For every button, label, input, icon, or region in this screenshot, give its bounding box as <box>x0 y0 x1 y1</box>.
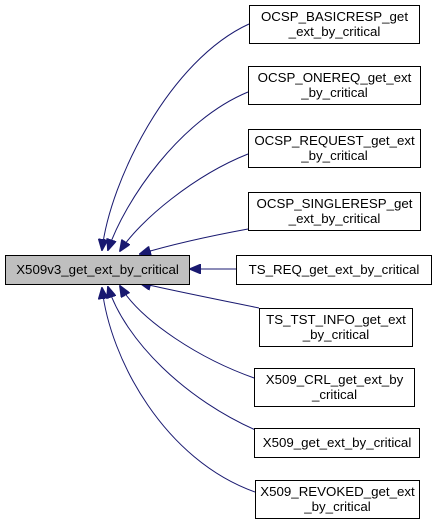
caller-node-x509-label-line: X509_get_ext_by_critical <box>263 435 412 450</box>
caller-node-ts-req-label-line: TS_REQ_get_ext_by_critical <box>249 262 420 277</box>
edge-ocsp-basicresp <box>102 23 250 250</box>
caller-node-ocsp-basicresp-label-line: OCSP_BASICRESP_get <box>261 9 408 24</box>
caller-node-ocsp-singleresp-box[interactable] <box>248 192 421 231</box>
caller-node-ts-tst-info-label-line: _by_critical <box>302 327 370 342</box>
root-node-box[interactable] <box>5 255 190 285</box>
caller-node-x509-box[interactable] <box>254 428 420 458</box>
edge-ocsp-request <box>120 153 249 251</box>
caller-node-ocsp-request-label-line: _by_critical <box>300 148 368 163</box>
root-node-label-line: X509v3_get_ext_by_critical <box>16 262 179 277</box>
caller-node-ocsp-singleresp-label-line: OCSP_SINGLERESP_get <box>257 196 413 211</box>
caller-node-x509-revoked-box[interactable] <box>255 480 420 519</box>
edge-x509-crl <box>120 286 261 381</box>
caller-node-x509-revoked-label-line: _by_critical <box>303 499 371 514</box>
caller-node-ts-req-box[interactable] <box>236 255 432 285</box>
caller-node-x509-crl[interactable]: X509_CRL_get_ext_by_critical <box>254 368 415 407</box>
caller-node-ocsp-onereq-label-line: OCSP_ONEREQ_get_ext <box>258 70 412 85</box>
edge-x509-revoked <box>102 288 256 493</box>
caller-node-ocsp-onereq[interactable]: OCSP_ONEREQ_get_ext_by_critical <box>248 66 421 105</box>
caller-node-ocsp-basicresp-box[interactable] <box>249 5 420 44</box>
edge-ocsp-singleresp <box>140 228 249 254</box>
caller-node-x509[interactable]: X509_get_ext_by_critical <box>254 428 420 458</box>
caller-node-ocsp-request-label-line: OCSP_REQUEST_get_ext <box>254 133 415 148</box>
caller-node-ocsp-basicresp[interactable]: OCSP_BASICRESP_get_ext_by_critical <box>249 5 420 44</box>
caller-node-ts-tst-info-label-line: TS_TST_INFO_get_ext <box>266 312 406 327</box>
caller-node-ocsp-singleresp-label-line: _ext_by_critical <box>288 211 381 226</box>
caller-node-ocsp-onereq-label-line: _by_critical <box>300 85 368 100</box>
caller-node-x509-crl-label-line: X509_CRL_get_ext_by <box>266 372 404 387</box>
edge-ocsp-onereq <box>108 91 249 250</box>
edge-x509 <box>108 287 261 433</box>
caller-node-x509-crl-label-line: _critical <box>311 387 357 402</box>
caller-node-ts-tst-info-box[interactable] <box>259 308 413 347</box>
caller-node-ocsp-onereq-box[interactable] <box>248 66 421 105</box>
caller-node-ocsp-request[interactable]: OCSP_REQUEST_get_ext_by_critical <box>248 129 421 168</box>
root-node[interactable]: X509v3_get_ext_by_critical <box>5 255 190 285</box>
caller-node-ts-tst-info[interactable]: TS_TST_INFO_get_ext_by_critical <box>259 308 413 347</box>
caller-node-ts-req[interactable]: TS_REQ_get_ext_by_critical <box>236 255 432 285</box>
caller-node-x509-revoked-label-line: X509_REVOKED_get_ext <box>260 484 415 499</box>
nodes: X509v3_get_ext_by_critical OCSP_BASICRESP… <box>5 5 432 519</box>
caller-node-ocsp-basicresp-label-line: _ext_by_critical <box>288 24 381 39</box>
caller-node-x509-revoked[interactable]: X509_REVOKED_get_ext_by_critical <box>255 480 420 519</box>
caller-node-x509-crl-box[interactable] <box>254 368 415 407</box>
edges <box>102 23 261 493</box>
edge-ts-tst-info <box>140 283 260 309</box>
caller-node-ocsp-singleresp[interactable]: OCSP_SINGLERESP_get_ext_by_critical <box>248 192 421 231</box>
caller-node-ocsp-request-box[interactable] <box>248 129 421 168</box>
